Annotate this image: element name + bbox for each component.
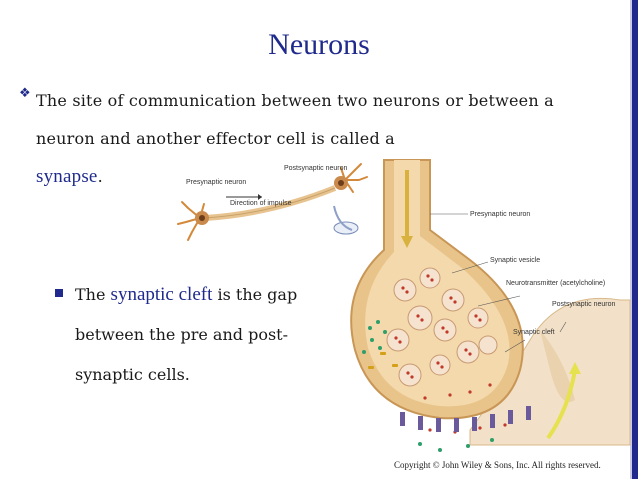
main-bullet-text: The site of communication between two ne… [36, 82, 596, 196]
copyright-notice: Copyright © John Wiley & Sons, Inc. All … [394, 460, 601, 470]
label-synaptic-vesicle: Synaptic vesicle [490, 257, 540, 264]
diamond-bullet-icon: ❖ [19, 86, 31, 101]
label-presynaptic-neuron-small: Presynaptic neuron [186, 179, 246, 186]
slide-title: Neurons [268, 28, 370, 61]
sub-bullet-pre: The [75, 285, 106, 304]
right-edge-accent-light [630, 0, 632, 479]
label-neurotransmitter: Neurotransmitter (acetylcholine) [506, 280, 605, 287]
sub-bullet-text: The synaptic cleft is the gap between th… [75, 275, 315, 395]
label-postsynaptic-neuron: Postsynaptic neuron [552, 301, 616, 308]
main-bullet-period: . [97, 167, 103, 186]
square-bullet-icon [55, 289, 63, 297]
keyword-synaptic-cleft: synaptic cleft [110, 284, 213, 305]
overview-neurons: Presynaptic neuron Postsynaptic neuron D… [177, 163, 368, 241]
right-edge-accent [632, 0, 638, 479]
label-direction-of-impulse: Direction of impulse [230, 200, 292, 207]
label-synaptic-cleft: Synaptic cleft [513, 329, 555, 336]
sub-bullet-post: is the gap between the pre and post-syna… [75, 285, 298, 384]
synapse-detail: Presynaptic neuron Synaptic vesicle Neur… [350, 159, 631, 452]
main-bullet-body: The site of communication between two ne… [36, 91, 554, 148]
label-postsynaptic-neuron-small: Postsynaptic neuron [284, 165, 348, 172]
keyword-synapse: synapse [36, 166, 98, 187]
label-presynaptic-neuron: Presynaptic neuron [470, 211, 530, 218]
